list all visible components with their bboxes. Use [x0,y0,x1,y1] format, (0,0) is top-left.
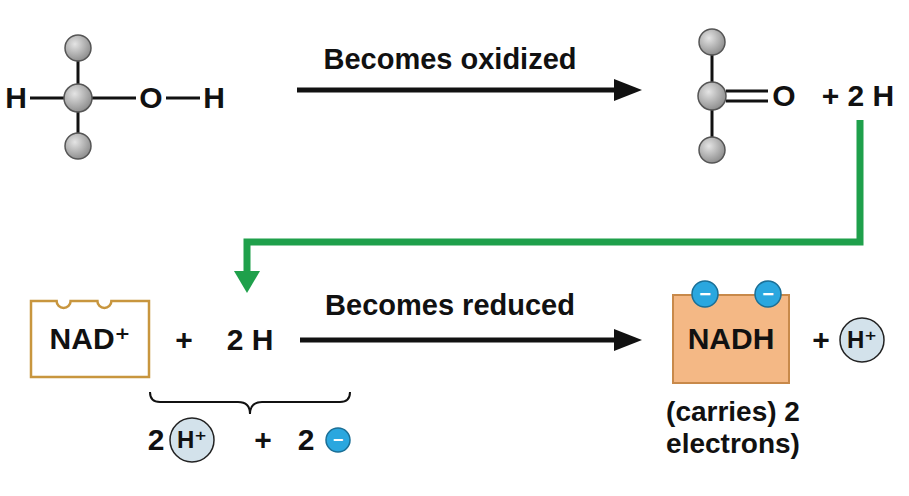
circle-outline [840,318,884,362]
atom-symbol: O [772,79,795,114]
carbon-atom [698,82,726,110]
plus-sign: + [812,323,830,358]
node-text-holder: NADH [672,294,790,384]
product-term: + 2 H [822,79,895,114]
nadh-box: NADH−− [672,294,790,384]
plus-sign: + [175,323,193,358]
bond [92,97,136,100]
arrow-head [234,271,260,293]
hydrogen-term: 2 H [227,323,274,358]
particle-symbol: − [762,284,774,304]
alcohol-molecule [30,35,200,159]
atom [699,29,725,55]
atom-symbol: O [139,81,162,116]
node-text-holder: NAD⁺ [30,300,150,378]
bond [166,97,200,100]
particle-symbol: − [333,431,344,449]
box-outline [673,295,789,383]
node-text-holder: − [325,427,351,453]
node-text-holder: H⁺ [839,317,885,363]
arrow-line [300,338,618,343]
plus-sign: + [254,423,272,458]
carbon-atom [64,84,92,112]
circle-outline [170,418,214,462]
particle-symbol: H⁺ [177,428,207,452]
notched-outline [31,301,149,377]
electron: − [754,280,782,308]
atom-symbol: H [203,81,225,116]
aldehyde-molecule [698,29,768,163]
step-label: Becomes reduced [325,289,575,322]
coefficient: 2 [148,423,165,458]
arrow-head [614,79,642,101]
molecule-name: NADH [688,324,775,354]
node-text-holder: − [691,280,719,308]
double-bond [726,90,768,93]
electron: − [691,280,719,308]
circle-outline [755,281,781,307]
circle-outline [326,428,350,452]
electron: − [325,427,351,453]
atom [699,137,725,163]
carrier-note: (carries) 2 electrons) [638,396,828,460]
arrow-head [614,329,642,351]
proton: H⁺ [169,417,215,463]
green-arrow-line [247,120,860,274]
nad-box: NAD⁺ [30,300,150,378]
step-label: Becomes oxidized [323,43,576,76]
molecule-name: NAD⁺ [50,324,131,354]
circle-outline [692,281,718,307]
atom-symbol: H [5,81,27,116]
node-text-holder: − [754,280,782,308]
reduction-arrow [300,329,642,351]
bond [30,97,64,100]
arrow-line [297,88,618,93]
atom [65,133,91,159]
atom [65,35,91,61]
proton: H⁺ [839,317,885,363]
particle-symbol: H⁺ [847,328,877,352]
oxidation-arrow [297,79,642,101]
coefficient: 2 [298,423,315,458]
node-text-holder: H⁺ [169,417,215,463]
brace [150,392,350,414]
transfer-arrow [234,120,860,293]
double-bond [726,100,768,103]
particle-symbol: − [699,284,711,304]
